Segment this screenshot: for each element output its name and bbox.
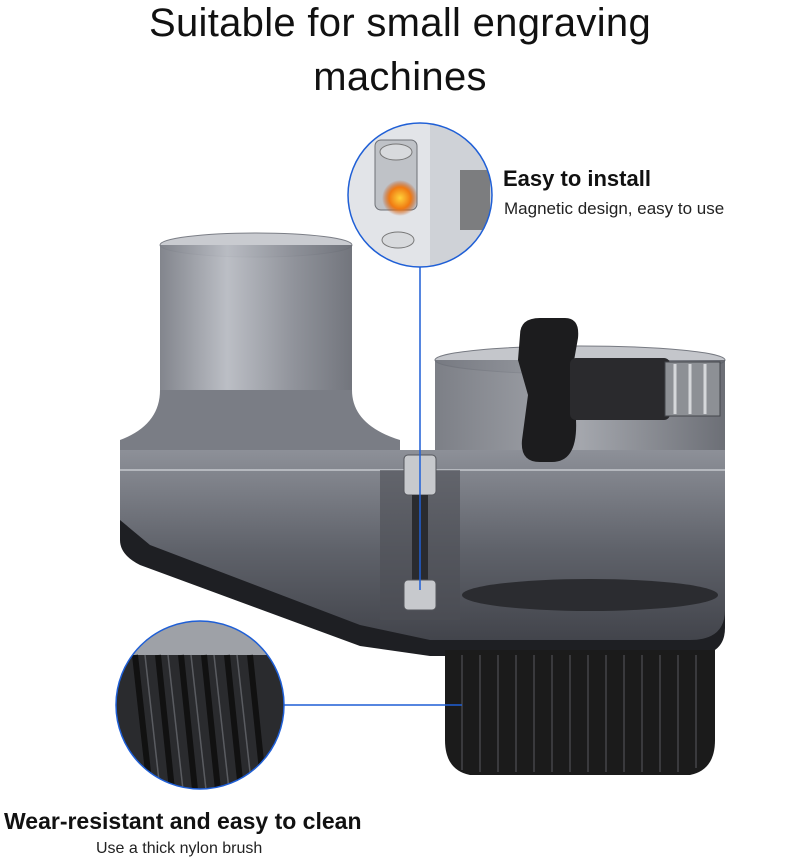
magnet-zoom-icon xyxy=(347,122,493,268)
brush-zoom-icon xyxy=(115,620,285,790)
headline-line-2: machines xyxy=(313,55,487,99)
leader-lines xyxy=(284,267,462,706)
install-callout-subtitle: Magnetic design, easy to use xyxy=(504,199,725,218)
brush-callout-title: Wear-resistant and easy to clean xyxy=(4,808,362,834)
intake-tube xyxy=(120,232,400,455)
headline-line-1: Suitable for small engraving xyxy=(149,1,651,45)
nylon-brush xyxy=(445,650,715,775)
knob-icon xyxy=(518,318,721,462)
install-callout-title: Easy to install xyxy=(503,166,651,191)
brush-callout-subtitle: Use a thick nylon brush xyxy=(96,840,263,857)
headline: Suitable for small engraving machines xyxy=(0,0,800,104)
housing-body xyxy=(120,450,725,656)
